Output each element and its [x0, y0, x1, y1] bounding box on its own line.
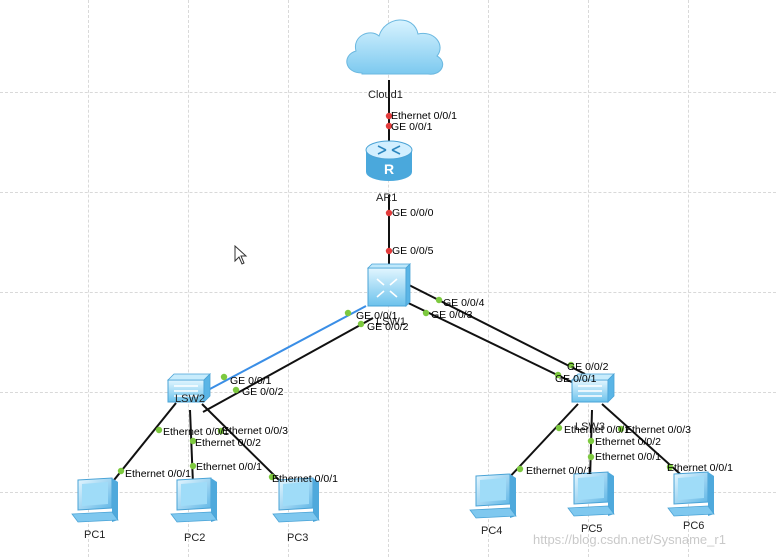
link-lsw1-lsw3-b[interactable]	[399, 298, 579, 386]
port-label: GE 0/0/2	[242, 386, 284, 398]
pc4-name: PC4	[481, 525, 503, 537]
port-label: Ethernet 0/0/1	[196, 461, 262, 473]
grid-line	[488, 0, 489, 557]
core-switch-icon[interactable]	[367, 263, 411, 307]
cloud-icon[interactable]	[346, 19, 444, 75]
port-label: Ethernet 0/0/3	[222, 425, 288, 437]
grid-line	[188, 0, 189, 557]
port-label: Ethernet 0/0/1	[667, 462, 733, 474]
grid-line	[288, 0, 289, 557]
link-lsw2-pc2[interactable]	[189, 409, 194, 485]
port-label: Ethernet 0/0/1	[163, 426, 229, 438]
port-label: GE 0/0/3	[431, 309, 473, 321]
port-label: Ethernet 0/0/1	[595, 451, 661, 463]
port-label: GE 0/0/1	[230, 375, 272, 387]
port-dots-up	[117, 296, 674, 481]
port-label: GE 0/0/1	[356, 310, 398, 322]
lsw3-name: LSW3	[575, 421, 605, 433]
pc2-name: PC2	[184, 532, 206, 544]
link-lsw1-lsw2-b[interactable]	[202, 317, 374, 413]
port-label: Ethernet 0/0/2	[195, 437, 261, 449]
pc5-name: PC5	[581, 523, 603, 535]
port-label: GE 0/0/1	[555, 373, 597, 385]
access-switch-icon[interactable]	[571, 373, 615, 403]
link-lsw2-pc1[interactable]	[105, 402, 177, 491]
port-label: Ethernet 0/0/2	[595, 436, 661, 448]
link-lsw1-lsw3-a[interactable]	[404, 282, 586, 375]
pc3-name: PC3	[287, 532, 309, 544]
pc-icon[interactable]	[272, 477, 320, 523]
port-label: GE 0/0/4	[443, 297, 485, 309]
pc-icon[interactable]	[71, 477, 119, 523]
port-label: Ethernet 0/0/1	[564, 424, 630, 436]
core-switch-name: LSW1	[376, 316, 406, 328]
link-lsw2-pc3[interactable]	[201, 403, 286, 487]
port-label: GE 0/0/1	[391, 121, 433, 133]
port-dots-down	[385, 112, 393, 255]
pc-icon[interactable]	[170, 477, 218, 523]
port-label: Ethernet 0/0/1	[125, 468, 191, 480]
watermark: https://blog.csdn.net/Sysname_r1	[533, 532, 726, 547]
port-label: Ethernet 0/0/1	[526, 465, 592, 477]
lsw2-name: LSW2	[175, 393, 205, 405]
router-name: AR1	[376, 192, 398, 204]
pc1-name: PC1	[84, 529, 106, 541]
cloud-name: Cloud1	[368, 89, 403, 101]
mouse-pointer-icon	[234, 245, 248, 265]
grid-line	[688, 0, 689, 557]
pc-icon[interactable]	[469, 473, 517, 519]
grid-line	[88, 0, 89, 557]
router-glyph: R	[384, 161, 394, 177]
pc-icon[interactable]	[567, 471, 615, 517]
pc6-name: PC6	[683, 520, 705, 532]
port-label: GE 0/0/2	[367, 321, 409, 333]
port-label: GE 0/0/0	[392, 207, 434, 219]
router-icon[interactable]	[365, 140, 413, 181]
port-label: GE 0/0/5	[392, 245, 434, 257]
pc-icon[interactable]	[667, 471, 715, 517]
access-switch-icon[interactable]	[167, 373, 211, 403]
port-label: Ethernet 0/0/3	[625, 424, 691, 436]
grid-line	[588, 0, 589, 557]
link-lsw1-lsw2-selected[interactable]	[192, 305, 367, 399]
port-label: Ethernet 0/0/1	[391, 110, 457, 122]
link-lsw3-pc6[interactable]	[601, 403, 689, 482]
link-lsw3-pc5[interactable]	[589, 409, 593, 481]
port-label: Ethernet 0/0/1	[272, 473, 338, 485]
port-label: GE 0/0/2	[567, 361, 609, 373]
